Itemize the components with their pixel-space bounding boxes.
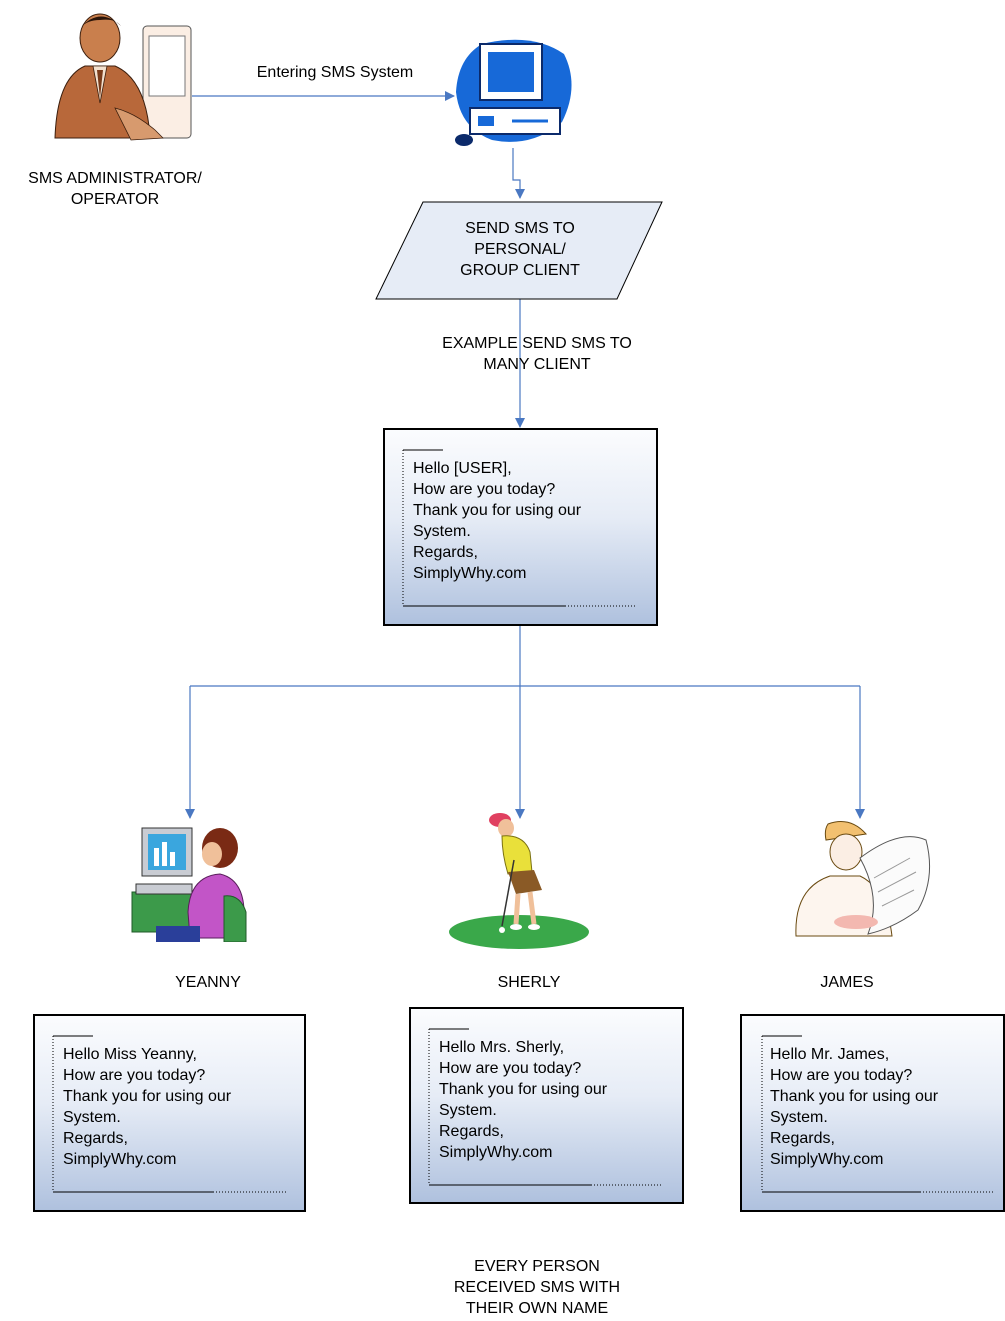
message-line: Thank you for using our bbox=[439, 1081, 608, 1098]
message-line: Regards, bbox=[439, 1123, 504, 1140]
golfer-icon bbox=[448, 808, 590, 952]
recipient-name-sherly: SHERLY bbox=[497, 974, 561, 991]
footer-note-line1: EVERY PERSON bbox=[474, 1258, 600, 1275]
message-line: Thank you for using our bbox=[63, 1088, 232, 1105]
recipient-name-yeanny: YEANNY bbox=[175, 974, 241, 991]
admin-caption: SMS ADMINISTRATOR/ OPERATOR bbox=[0, 168, 230, 210]
send-sms-node-shape bbox=[375, 201, 663, 300]
message-line: SimplyWhy.com bbox=[439, 1144, 553, 1161]
admin-caption-line2: OPERATOR bbox=[70, 191, 160, 208]
example-note-line2: MANY CLIENT bbox=[483, 356, 591, 373]
message-line: System. bbox=[439, 1102, 497, 1119]
message-line: Regards, bbox=[770, 1130, 835, 1147]
edge-computer-to-send bbox=[512, 148, 525, 199]
template-message-text: Hello [USER], How are you today? Thank y… bbox=[413, 458, 581, 584]
note-frame-decoration bbox=[52, 1035, 287, 1193]
send-sms-node: SEND SMS TO PERSONAL/ GROUP CLIENT bbox=[420, 218, 620, 281]
computer-icon bbox=[452, 36, 577, 154]
message-line: System. bbox=[770, 1109, 828, 1126]
footer-note-line2: RECEIVED SMS WITH bbox=[453, 1279, 621, 1296]
example-note-line1: EXAMPLE SEND SMS TO bbox=[442, 335, 632, 352]
send-node-line1: SEND SMS TO bbox=[465, 220, 575, 237]
footer-note-line3: THEIR OWN NAME bbox=[465, 1300, 609, 1317]
note-frame-decoration bbox=[402, 449, 637, 607]
message-line: SimplyWhy.com bbox=[63, 1151, 177, 1168]
message-line: Hello [USER], bbox=[413, 460, 512, 477]
office-worker-icon bbox=[45, 8, 195, 156]
example-note: EXAMPLE SEND SMS TO MANY CLIENT bbox=[412, 333, 662, 375]
message-box-james: Hello Mr. James, How are you today? Than… bbox=[740, 1014, 1005, 1212]
message-line: How are you today? bbox=[63, 1067, 206, 1084]
message-text: Hello Miss Yeanny, How are you today? Th… bbox=[63, 1044, 231, 1170]
message-line: System. bbox=[413, 523, 471, 540]
edge-entering-label: Entering SMS System bbox=[256, 64, 414, 81]
message-line: Hello Mr. James, bbox=[770, 1046, 890, 1063]
message-box-sherly: Hello Mrs. Sherly, How are you today? Th… bbox=[409, 1007, 684, 1204]
note-frame-decoration bbox=[428, 1028, 663, 1186]
message-line: How are you today? bbox=[413, 481, 556, 498]
note-frame-decoration bbox=[761, 1035, 994, 1193]
message-text: Hello Mrs. Sherly, How are you today? Th… bbox=[439, 1037, 607, 1163]
message-line: SimplyWhy.com bbox=[413, 565, 527, 582]
message-line: Hello Miss Yeanny, bbox=[63, 1046, 197, 1063]
admin-caption-line1: SMS ADMINISTRATOR/ bbox=[28, 170, 202, 187]
message-text: Hello Mr. James, How are you today? Than… bbox=[770, 1044, 938, 1170]
recipient-name-james: JAMES bbox=[820, 974, 874, 991]
engineer-with-blueprint-icon bbox=[790, 818, 936, 946]
message-line: Regards, bbox=[63, 1130, 128, 1147]
message-line: System. bbox=[63, 1109, 121, 1126]
footer-note: EVERY PERSON RECEIVED SMS WITH THEIR OWN… bbox=[412, 1256, 662, 1319]
message-line: How are you today? bbox=[770, 1067, 913, 1084]
send-node-line2: PERSONAL/ bbox=[474, 241, 566, 258]
message-line: SimplyWhy.com bbox=[770, 1151, 884, 1168]
message-line: Thank you for using our bbox=[413, 502, 582, 519]
send-node-line3: GROUP CLIENT bbox=[460, 262, 580, 279]
message-line: Thank you for using our bbox=[770, 1088, 939, 1105]
message-line: Regards, bbox=[413, 544, 478, 561]
message-line: Hello Mrs. Sherly, bbox=[439, 1039, 565, 1056]
message-box-yeanny: Hello Miss Yeanny, How are you today? Th… bbox=[33, 1014, 306, 1212]
template-message-box: Hello [USER], How are you today? Thank y… bbox=[383, 428, 658, 626]
woman-at-computer-icon bbox=[128, 820, 252, 943]
message-line: How are you today? bbox=[439, 1060, 582, 1077]
